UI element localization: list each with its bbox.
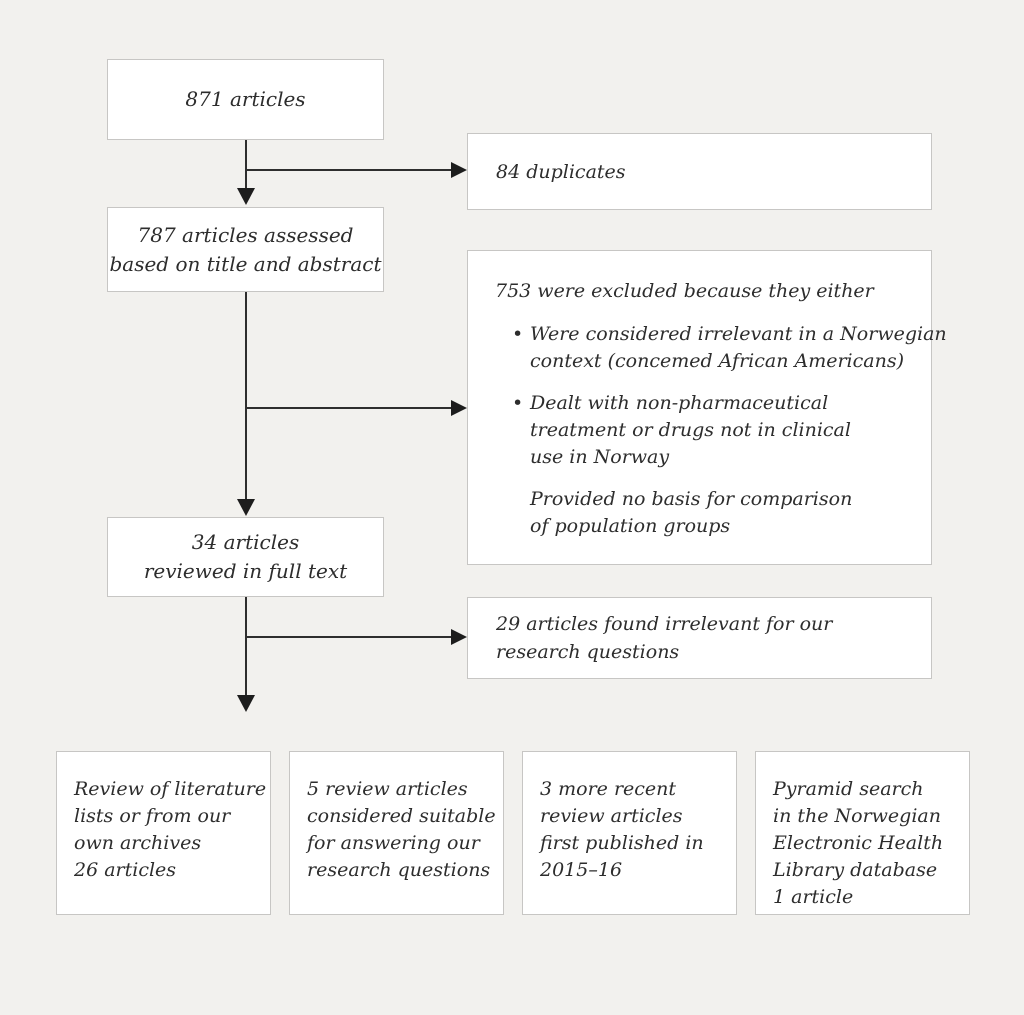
excluded-title: 753 were excluded because they either	[495, 280, 874, 302]
box-text-line: use in Norway	[530, 446, 670, 468]
excluded-item: Provided no basis for comparison of popu…	[495, 486, 923, 540]
assessed-articles-box: 787 articles assessed based on title and…	[107, 207, 384, 292]
outcome-literature-lists-box: Review of literature lists or from our o…	[56, 751, 271, 915]
start-articles-box: 871 articles	[107, 59, 384, 140]
connector-line-fulltext-to-outcomes	[245, 597, 247, 696]
box-text-line: Electronic Health	[773, 832, 944, 854]
excluded-item-text: Provided no basis for comparison of popu…	[530, 486, 852, 540]
box-text-line: 26 articles	[74, 859, 177, 881]
arrow-right-icon	[451, 400, 467, 416]
bullet-spacer	[512, 486, 530, 540]
excluded-item: • Dealt with non-pharmaceutical treatmen…	[495, 390, 923, 471]
box-text-line: 3 more recent	[540, 778, 677, 800]
connector-line-to-duplicates	[246, 169, 452, 171]
duplicates-box: 84 duplicates	[467, 133, 932, 210]
box-text-line: Library database	[773, 859, 938, 881]
box-text-line: Provided no basis for comparison	[530, 488, 853, 510]
box-text-line: 29 articles found irrelevant for our	[496, 613, 833, 635]
box-text-line: context (concemed African Americans)	[530, 350, 904, 372]
excluded-item-text: Dealt with non-pharmaceutical treatment …	[530, 390, 851, 471]
irrelevant-articles-box: 29 articles found irrelevant for our res…	[467, 597, 932, 679]
box-text-line: review articles	[540, 805, 683, 827]
box-text-line: Dealt with non-pharmaceutical	[530, 392, 829, 414]
box-text-line: based on title and abstract	[109, 251, 382, 276]
box-text-line: reviewed in full text	[143, 559, 348, 583]
connector-line-assessed-to-fulltext	[245, 292, 247, 501]
box-text-line: research questions	[307, 859, 491, 881]
box-text-line: research questions	[496, 641, 680, 663]
box-text-line: Were considered irrelevant in a Norwegia…	[530, 323, 947, 345]
connector-line-to-irrelevant	[246, 636, 452, 638]
arrow-right-icon	[451, 162, 467, 178]
outcome-recent-reviews-box: 3 more recent review articles first publ…	[522, 751, 737, 915]
box-text-line: considered suitable	[307, 805, 496, 827]
box-text-line: 84 duplicates	[496, 160, 626, 183]
box-text-line: in the Norwegian	[773, 805, 941, 827]
box-text-line: own archives	[74, 832, 202, 854]
box-text-line: 871 articles	[185, 87, 306, 111]
outcome-pyramid-search-box: Pyramid search in the Norwegian Electron…	[755, 751, 970, 915]
box-text-line: 787 articles assessed	[137, 222, 354, 247]
excluded-item: • Were considered irrelevant in a Norweg…	[495, 321, 947, 375]
box-text-line: Review of literature	[74, 778, 267, 800]
arrow-down-icon	[237, 188, 255, 205]
box-text-line: treatment or drugs not in clinical	[530, 419, 851, 441]
excluded-item-text: Were considered irrelevant in a Norwegia…	[530, 321, 947, 375]
box-text-line: lists or from our	[74, 805, 231, 827]
fulltext-review-box: 34 articles reviewed in full text	[107, 517, 384, 597]
arrow-right-icon	[451, 629, 467, 645]
box-text-line: 2015–16	[540, 859, 623, 881]
outcome-suitable-reviews-box: 5 review articles considered suitable fo…	[289, 751, 504, 915]
connector-line-to-excluded	[246, 407, 452, 409]
box-text-line: 5 review articles	[307, 778, 468, 800]
box-text-line: 1 article	[773, 886, 854, 908]
arrow-down-icon	[237, 499, 255, 516]
box-text-line: first published in	[540, 832, 704, 854]
box-text-line: for answering our	[307, 832, 480, 854]
box-text-line: 34 articles	[191, 530, 300, 554]
excluded-reasons-box: 753 were excluded because they either • …	[467, 250, 947, 565]
box-text-line: Pyramid search	[773, 778, 924, 800]
bullet-icon: •	[512, 392, 524, 414]
box-text-line: of population groups	[530, 515, 731, 537]
arrow-down-icon	[237, 695, 255, 712]
connector-line-start-to-assessed	[245, 140, 247, 190]
bullet-icon: •	[512, 323, 524, 345]
